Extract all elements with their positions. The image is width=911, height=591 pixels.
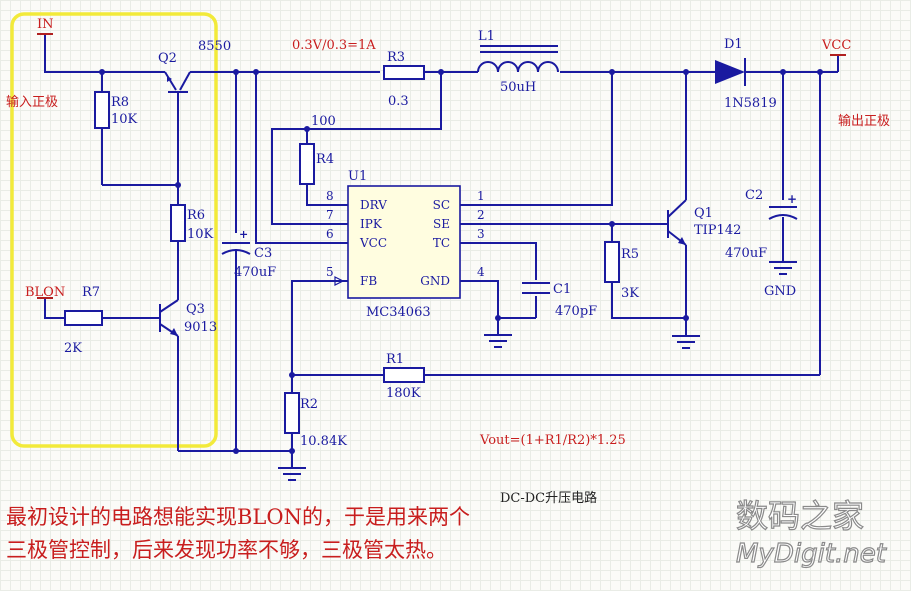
r1-resistor [383,367,425,383]
pin-7-number: 7 [326,208,334,222]
in-positive-label: 输入正极 [6,94,58,110]
r1-label: R1 [386,352,404,367]
r8-resistor [94,91,110,129]
l1-inductor [477,45,559,73]
svg-text:+: + [239,228,248,241]
current-annotation: 0.3V/0.3=1A [292,38,376,53]
ground-symbol-q1 [672,335,700,349]
component-labels: IN 输入正极 Q2 8550 R8 10K R6 10K BLON R7 2K… [6,17,890,506]
q1-label: Q1 [694,206,713,221]
q2-label: Q2 [158,51,177,66]
q1-transistor [667,199,687,246]
u1-name-label: MC34063 [366,305,431,320]
l1-value: 50uH [500,80,536,95]
in-label: IN [37,17,54,32]
circuit-title: DC-DC升压电路 [500,490,597,506]
highlight-box [10,12,218,448]
pin-8-number: 8 [326,189,334,203]
r7-label: R7 [82,285,100,300]
blon-label: BLON [25,285,65,300]
d1-type-label: 1N5819 [724,96,777,111]
r5-value: 3K [621,286,639,301]
note-line-2: 三极管控制，后来发现功率不够，三极管太热。 [6,538,447,562]
r3-resistor [383,65,425,80]
c1-label: C1 [553,282,571,297]
ic-pin-labels: DRV IPK VCC FB SC SE TC GND 8 7 6 5 1 2 … [326,189,485,288]
r7-resistor [64,310,103,326]
watermark-cn: 数码之家 [736,497,864,535]
r1-value: 180K [386,386,421,401]
d1-label: D1 [724,37,743,52]
pin-5-number: 5 [326,265,334,279]
r3-label: R3 [387,50,405,65]
r3-value: 0.3 [388,94,409,109]
d1-diode [715,58,746,86]
out-positive-label: 输出正极 [838,113,890,129]
r5-resistor [604,241,620,283]
gnd-label: GND [764,284,796,299]
watermark-en: MyDigit.net [736,539,887,569]
pin-4-number: 4 [477,265,485,279]
r6-resistor [170,204,186,242]
c1-capacitor [522,282,550,294]
r5-label: R5 [621,247,639,262]
pin-3-number: 3 [477,227,485,241]
q2-type-label: 8550 [198,39,231,54]
r4-resistor [299,143,315,185]
q3-transistor [159,299,179,337]
r6-value: 10K [187,227,214,242]
pin-gnd-label: GND [420,274,450,288]
node-100-label: 100 [311,114,336,129]
q2-transistor [164,71,191,93]
q1-type-label: TIP142 [694,223,741,238]
pin-sc-label: SC [433,198,450,212]
c2-capacitor: + [768,192,798,220]
u1-label: U1 [348,169,367,184]
pin-6-number: 6 [326,227,334,241]
r2-label: R2 [300,397,318,412]
q3-type-label: 9013 [184,320,217,335]
pin-1-number: 1 [477,189,485,203]
r4-label: R4 [316,152,334,167]
fb-pin-arrow [334,276,345,286]
pin-se-label: SE [433,217,450,231]
pin-vcc-label: VCC [359,236,387,250]
pin-fb-label: FB [360,274,377,288]
r2-resistor [284,392,300,434]
vcc-label: VCC [821,38,851,53]
c3-label: C3 [254,246,272,261]
ground-symbol-ic [484,334,512,348]
r8-label: R8 [111,95,129,110]
formula-annotation: Vout=(1+R1/R2)*1.25 [479,433,626,448]
note-line-1: 最初设计的电路想能实现BLON的，于是用来两个 [6,505,470,529]
c2-label: C2 [745,188,763,203]
u1-ic-body [347,185,461,299]
c3-capacitor: + [221,228,251,255]
c2-value: 470uF [725,246,767,261]
r7-value: 2K [64,341,82,356]
r8-value: 10K [111,112,138,127]
ground-symbol-bottom [278,467,306,481]
ground-symbol-output [769,261,797,275]
r6-label: R6 [187,208,205,223]
r2-value: 10.84K [300,434,347,449]
pin-2-number: 2 [477,208,485,222]
junction-dots [99,69,823,454]
pin-drv-label: DRV [360,198,387,212]
q3-label: Q3 [186,302,205,317]
l1-label: L1 [478,29,495,44]
svg-text:+: + [787,192,797,206]
pin-ipk-label: IPK [360,217,383,231]
pin-tc-label: TC [433,236,450,250]
c3-value: 470uF [234,265,276,280]
c1-value: 470pF [555,304,597,319]
